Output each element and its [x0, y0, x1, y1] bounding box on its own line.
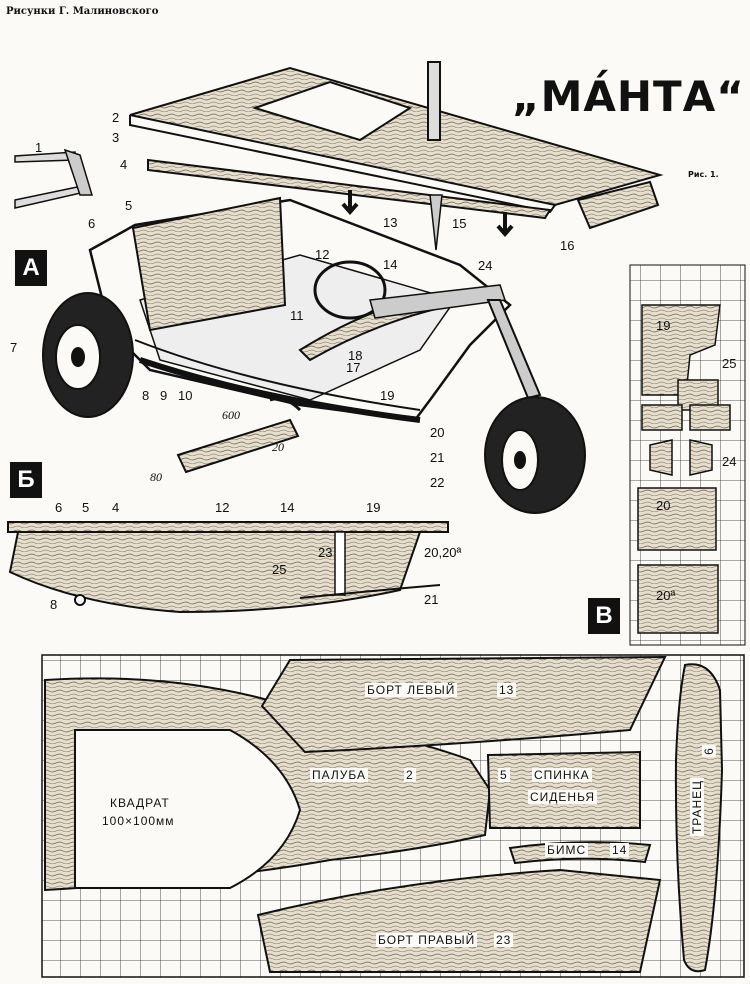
callout: 1	[35, 140, 43, 155]
callout: 8	[50, 597, 58, 612]
dimension-height: 20	[272, 440, 284, 454]
label-square-size: 100×100мм	[100, 814, 177, 828]
label-deck-num: 2	[404, 768, 416, 782]
callout: 8	[142, 388, 150, 403]
page-title: „МА́НТА“	[512, 72, 745, 121]
callout: 3	[112, 130, 120, 145]
callout: 14	[280, 500, 295, 515]
side-view	[7, 521, 449, 614]
dimension-length: 600	[222, 408, 240, 422]
dimension-width: 80	[150, 470, 162, 484]
rudder-block	[576, 180, 660, 230]
label-beam: БИМС	[545, 843, 589, 857]
callout: 14	[383, 257, 398, 272]
callout: 6	[55, 500, 63, 515]
callout: 12	[215, 500, 230, 515]
callout: 19	[380, 388, 395, 403]
foot-plank	[176, 418, 300, 474]
label-seat-back-2: СИДЕНЬЯ	[528, 790, 598, 804]
parts-grid-large	[41, 654, 745, 978]
callout: 20ª	[656, 588, 676, 603]
tiller-part	[14, 148, 94, 209]
label-beam-num: 14	[610, 843, 630, 857]
label-square: КВАДРАТ	[108, 796, 172, 810]
rear-wheel	[42, 292, 134, 418]
figure-label: Рис. 1.	[688, 170, 719, 179]
callout: 22	[430, 475, 445, 490]
callout: 6	[88, 216, 96, 231]
callout: 19	[366, 500, 381, 515]
label-seat-back-1: СПИНКА	[532, 768, 592, 782]
callout: 24	[478, 258, 493, 273]
callout: 21	[430, 450, 445, 465]
callout: 7	[10, 340, 18, 355]
callout: 20	[656, 498, 671, 513]
arrow-down-icon	[341, 190, 359, 216]
steering-assembly	[298, 260, 542, 400]
callout: 5	[82, 500, 90, 515]
label-left-side: БОРТ ЛЕВЫЙ	[365, 683, 458, 697]
callout: 18	[348, 348, 363, 363]
label-right-side-num: 23	[494, 933, 514, 947]
callout: 16	[560, 238, 575, 253]
label-deck: ПАЛУБА	[310, 768, 369, 782]
section-a-marker: А	[15, 250, 47, 286]
callout: 19	[656, 318, 671, 333]
label-transom: ТРАНЕЦ	[690, 777, 705, 837]
callout: 4	[112, 500, 120, 515]
callout: 25	[722, 356, 737, 371]
callout: 2	[112, 110, 120, 125]
section-b-marker: Б	[10, 462, 42, 498]
callout: 11	[290, 308, 304, 323]
callout: 23	[318, 545, 333, 560]
callout: 24	[722, 454, 737, 469]
deck-assembly	[129, 61, 664, 251]
arrow-down-icon	[496, 212, 514, 238]
cart-body	[88, 196, 512, 423]
front-wheel	[484, 396, 586, 514]
label-right-side: БОРТ ПРАВЫЙ	[376, 933, 478, 947]
callout: 5	[125, 198, 133, 213]
callout: 10	[178, 388, 193, 403]
parts-grid-small	[629, 264, 746, 646]
illustration-credit: Рисунки Г. Малиновского	[6, 6, 159, 17]
label-seat-num: 5	[498, 768, 510, 782]
callout: 4	[120, 157, 128, 172]
callout: 25	[272, 562, 287, 577]
callout: 20	[430, 425, 445, 440]
callout: 13	[383, 215, 398, 230]
label-left-side-num: 13	[497, 683, 517, 697]
callout: 21	[424, 592, 439, 607]
callout: 9	[160, 388, 168, 403]
callout: 15	[452, 216, 467, 231]
label-transom-num: 6	[701, 745, 716, 757]
section-c-marker: В	[588, 598, 620, 634]
callout: 17	[346, 360, 361, 375]
callout: 12	[315, 247, 330, 262]
callout: 20,20ª	[424, 545, 462, 560]
